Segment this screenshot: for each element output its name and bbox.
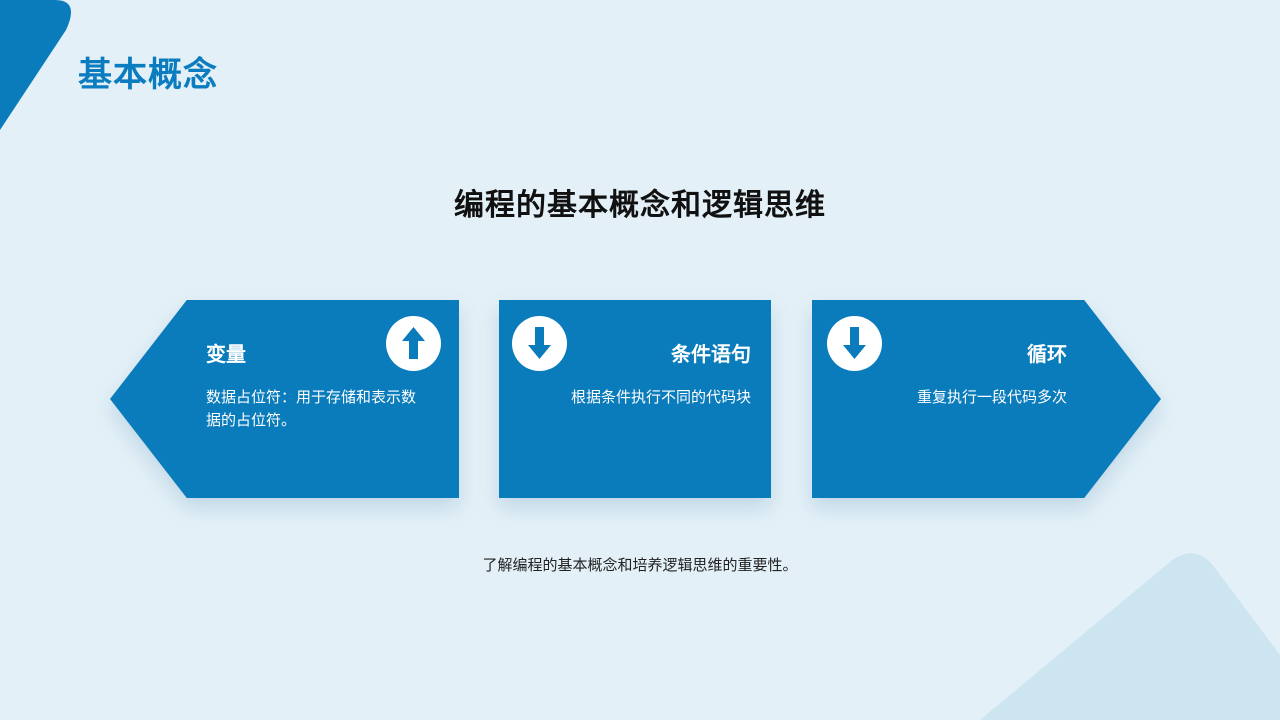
card-title: 变量 bbox=[206, 342, 246, 366]
concept-card-conditional: 条件语句 根据条件执行不同的代码块 bbox=[499, 300, 771, 498]
concept-card-variable: 变量 数据占位符：用于存储和表示数据的占位符。 bbox=[110, 300, 459, 498]
card-title: 条件语句 bbox=[671, 342, 751, 366]
corner-decoration-bottom-right bbox=[980, 553, 1280, 720]
arrow-up-icon bbox=[386, 316, 441, 371]
main-heading: 编程的基本概念和逻辑思维 bbox=[454, 188, 826, 223]
arrow-down-icon bbox=[512, 316, 567, 371]
footer-note: 了解编程的基本概念和培养逻辑思维的重要性。 bbox=[482, 556, 798, 574]
card-description: 重复执行一段代码多次 bbox=[916, 388, 1067, 406]
corner-decoration-top-left bbox=[0, 0, 72, 130]
page-title: 基本概念 bbox=[78, 55, 218, 95]
card-description: 数据占位符：用于存储和表示数据的占位符。 bbox=[206, 388, 417, 429]
card-title: 循环 bbox=[1027, 342, 1067, 366]
concept-card-loop: 循环 重复执行一段代码多次 bbox=[812, 300, 1161, 498]
arrow-down-icon bbox=[827, 316, 882, 371]
card-description: 根据条件执行不同的代码块 bbox=[570, 388, 751, 406]
